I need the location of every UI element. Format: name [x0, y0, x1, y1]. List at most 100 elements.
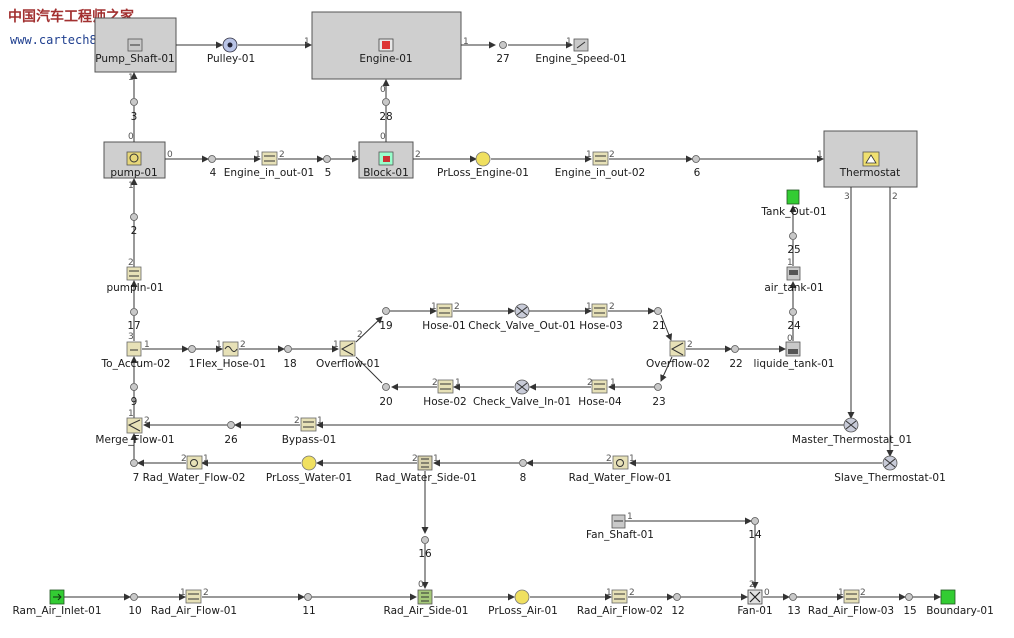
node-22[interactable] — [731, 345, 739, 353]
port-number: 2 — [687, 340, 693, 350]
label-bypass: Bypass-01 — [282, 434, 337, 446]
node-14[interactable] — [751, 517, 759, 525]
node-3[interactable] — [130, 98, 138, 106]
node-12[interactable] — [673, 593, 681, 601]
valve-icon[interactable] — [843, 417, 859, 433]
flow-icon[interactable] — [612, 455, 629, 470]
block-icon[interactable] — [378, 151, 394, 166]
port-number: 0 — [418, 580, 424, 590]
shaft-icon[interactable] — [611, 514, 626, 529]
node-10[interactable] — [130, 593, 138, 601]
valve-icon[interactable] — [882, 455, 898, 471]
wires — [64, 41, 941, 601]
node-15[interactable] — [905, 593, 913, 601]
port-number: 2 — [181, 454, 187, 464]
port-number: 0 — [128, 132, 134, 142]
node-21[interactable] — [654, 307, 662, 315]
flex-hose-icon[interactable] — [222, 341, 239, 357]
label-fan: Fan-01 — [737, 605, 772, 617]
node-8[interactable] — [519, 459, 527, 467]
node-4[interactable] — [208, 155, 216, 163]
check-valve-icon[interactable] — [514, 379, 530, 395]
port-number: 2 — [432, 378, 438, 388]
label-prloss-air: PrLoss_Air-01 — [488, 605, 558, 617]
label-check-valve-out: Check_Valve_Out-01 — [468, 320, 575, 332]
pressure-loss-icon[interactable] — [514, 589, 530, 605]
port-number: 1 — [627, 512, 633, 522]
boundary-icon[interactable] — [940, 589, 956, 605]
node-5[interactable] — [323, 155, 331, 163]
fan-icon[interactable] — [747, 589, 763, 605]
port-number: 2 — [415, 150, 421, 160]
port-number: 0 — [787, 334, 793, 344]
engine-icon[interactable] — [378, 38, 394, 52]
node-17[interactable] — [130, 308, 138, 316]
label-node-26: 26 — [224, 434, 238, 446]
thermostat-block[interactable] — [823, 130, 918, 188]
port-number: 2 — [144, 416, 150, 426]
pipe-icon[interactable] — [126, 266, 142, 281]
pipe-icon[interactable] — [436, 303, 453, 318]
label-block: Block-01 — [363, 167, 409, 179]
splitter-icon[interactable] — [669, 340, 686, 357]
node-28[interactable] — [382, 98, 390, 106]
pipe-icon[interactable] — [300, 417, 317, 432]
node-6[interactable] — [692, 155, 700, 163]
node-26[interactable] — [227, 421, 235, 429]
label-node-23: 23 — [652, 396, 665, 408]
node-18[interactable] — [284, 345, 292, 353]
radiator-icon[interactable] — [417, 589, 433, 605]
tank-outlet-icon[interactable] — [786, 189, 800, 205]
pressure-loss-icon[interactable] — [475, 151, 491, 167]
tank-icon[interactable] — [786, 266, 801, 281]
node-11[interactable] — [304, 593, 312, 601]
pulley-icon[interactable] — [222, 37, 238, 53]
node-9[interactable] — [130, 383, 138, 391]
flow-icon[interactable] — [186, 455, 203, 470]
thermostat-icon[interactable] — [862, 151, 880, 167]
pipe-icon[interactable] — [843, 589, 860, 604]
splitter-icon[interactable] — [339, 340, 356, 357]
node-25[interactable] — [789, 232, 797, 240]
node-7[interactable] — [130, 459, 138, 467]
node-13[interactable] — [789, 593, 797, 601]
pipe-icon[interactable] — [261, 151, 278, 166]
junction-icon[interactable] — [126, 341, 142, 357]
port-number: 2 — [454, 302, 460, 312]
port-number: 2 — [357, 330, 363, 340]
shaft-icon[interactable] — [127, 38, 143, 52]
pipe-icon[interactable] — [437, 379, 454, 394]
node-19[interactable] — [382, 307, 390, 315]
label-prloss-engine: PrLoss_Engine-01 — [437, 167, 529, 179]
labels: Pump_Shaft-01 Pulley-01 Engine-01 27 Eng… — [12, 53, 993, 617]
check-valve-icon[interactable] — [514, 303, 530, 319]
port-number: 2 — [860, 588, 866, 598]
speed-sensor-icon[interactable] — [573, 38, 589, 52]
pipe-icon[interactable] — [591, 303, 608, 318]
pump-icon[interactable] — [126, 151, 142, 166]
port-number: 0 — [380, 85, 386, 95]
pipe-icon[interactable] — [611, 589, 628, 604]
air-inlet-icon[interactable] — [49, 589, 65, 605]
port-number: 1 — [180, 588, 186, 598]
node-16[interactable] — [421, 536, 429, 544]
label-node-11: 11 — [302, 605, 315, 617]
port-number: 2 — [609, 302, 615, 312]
node-2[interactable] — [130, 213, 138, 221]
merge-icon[interactable] — [126, 417, 143, 434]
port-number: 1 — [352, 150, 358, 160]
node-23[interactable] — [654, 383, 662, 391]
node-24[interactable] — [789, 308, 797, 316]
node-1[interactable] — [188, 345, 196, 353]
port-number: 2 — [629, 588, 635, 598]
pipe-icon[interactable] — [592, 151, 609, 166]
pressure-loss-icon[interactable] — [301, 455, 317, 471]
label-node-15: 15 — [903, 605, 916, 617]
pipe-icon[interactable] — [185, 589, 202, 604]
tank-icon[interactable] — [785, 341, 801, 357]
node-20[interactable] — [382, 383, 390, 391]
node-27[interactable] — [499, 41, 507, 49]
label-overflow-2: Overflow-02 — [646, 358, 710, 370]
pipe-icon[interactable] — [591, 379, 608, 394]
radiator-icon[interactable] — [417, 455, 433, 471]
